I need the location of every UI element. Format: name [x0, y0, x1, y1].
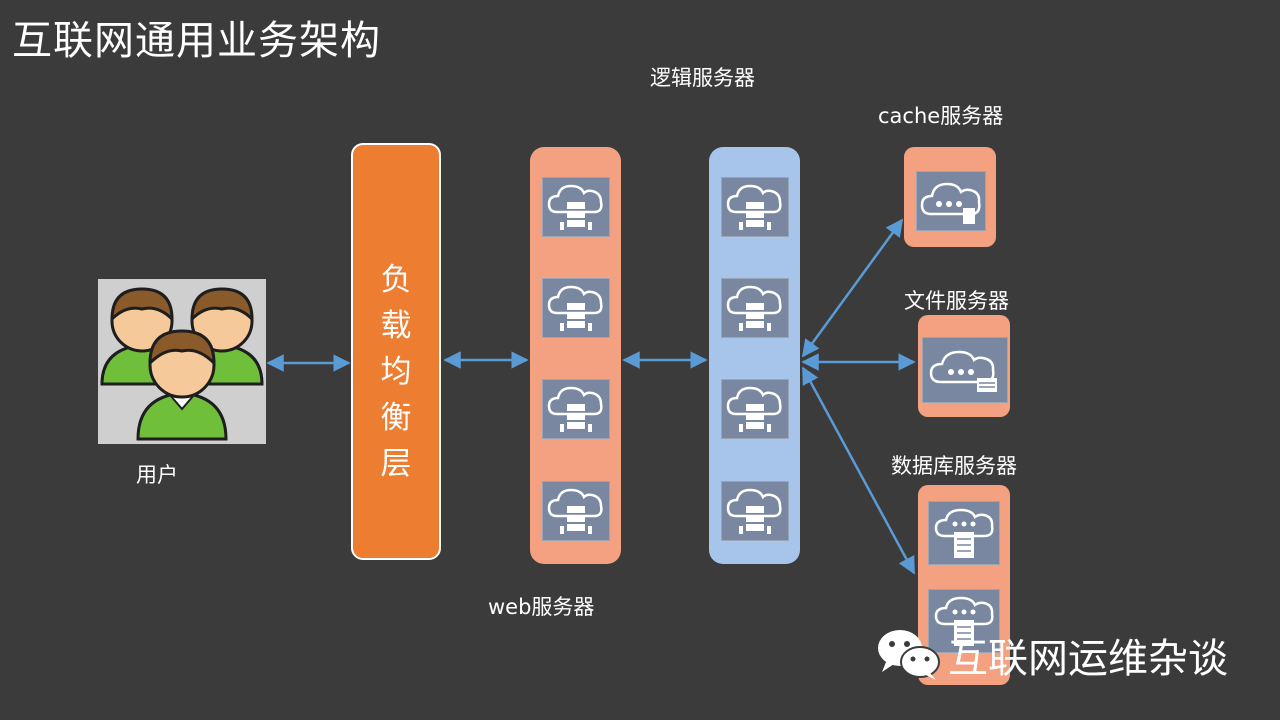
- users-image: [98, 279, 266, 444]
- cloud-server-icon: [726, 184, 782, 230]
- arrow-logic-cache: [801, 218, 904, 358]
- cloud-cache-icon: [920, 182, 981, 224]
- load-balancer-label: 负载均衡层: [353, 257, 439, 487]
- file-server-label: 文件服务器: [904, 289, 1009, 313]
- load-balancer-text: 负载均衡层: [380, 262, 412, 482]
- cloud-server-icon: [547, 184, 603, 230]
- logic-server-group: [709, 147, 800, 564]
- cloud-server-icon: [547, 285, 603, 331]
- web-server-2: [542, 278, 610, 338]
- web-server-3: [542, 379, 610, 439]
- db-server-tile-1: [928, 501, 1000, 565]
- cloud-server-icon: [726, 386, 782, 432]
- cache-server-label: cache服务器: [878, 104, 1004, 128]
- db-server-tile-2: [928, 589, 1000, 653]
- cloud-server-icon: [547, 488, 603, 534]
- users-icon: [100, 287, 264, 441]
- cloud-server-icon: [726, 488, 782, 534]
- web-server-4: [542, 481, 610, 541]
- cloud-db-icon: [934, 508, 994, 558]
- web-server-1: [542, 177, 610, 237]
- cloud-db-icon: [934, 596, 994, 646]
- file-server-tile: [922, 337, 1008, 403]
- page-title: 互联网通用业务架构: [12, 18, 381, 64]
- web-server-group: [530, 147, 621, 564]
- wechat-icon: [878, 630, 940, 680]
- watermark-text: 互联网运维杂谈: [948, 636, 1228, 682]
- cloud-server-icon: [726, 285, 782, 331]
- db-server-node: [918, 485, 1010, 685]
- users-label: 用户: [136, 463, 178, 487]
- file-server-node: [918, 315, 1010, 417]
- load-balancer-layer: 负载均衡层: [351, 143, 441, 560]
- logic-server-3: [721, 379, 789, 439]
- logic-servers-label: 逻辑服务器: [650, 66, 755, 90]
- logic-server-1: [721, 177, 789, 237]
- cloud-server-icon: [547, 386, 603, 432]
- logic-server-2: [721, 278, 789, 338]
- arrow-logic-db: [801, 366, 916, 575]
- web-servers-label: web服务器: [488, 595, 595, 619]
- logic-server-4: [721, 481, 789, 541]
- cache-server-tile: [916, 171, 986, 231]
- cloud-file-icon: [929, 350, 997, 392]
- cache-server-node: [904, 147, 996, 247]
- db-server-label: 数据库服务器: [891, 454, 1017, 478]
